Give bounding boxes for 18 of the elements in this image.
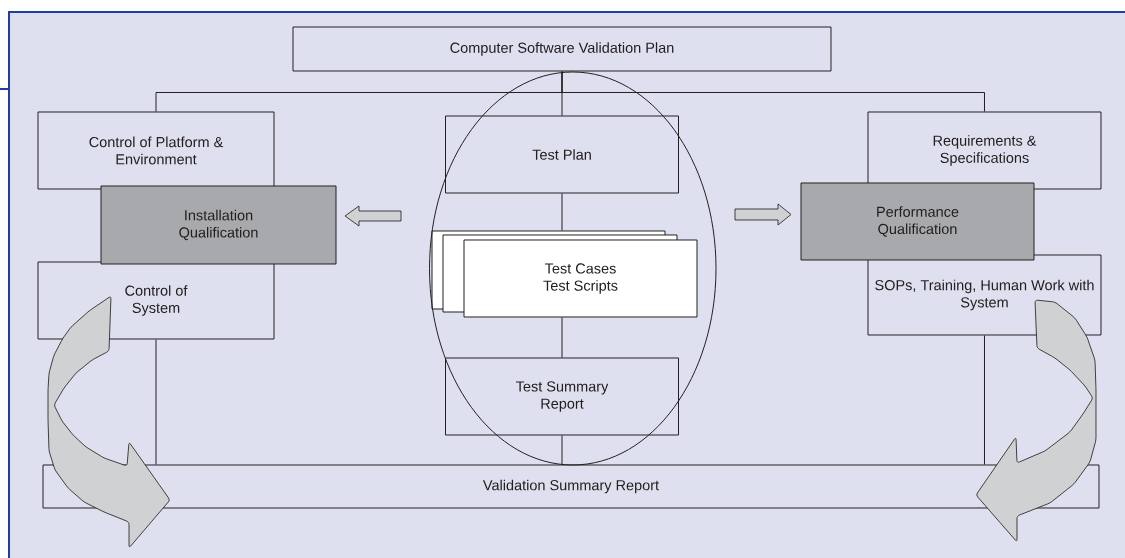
connector-line	[561, 435, 563, 465]
connector-line	[561, 193, 563, 231]
process-box: Computer Software Validation Plan	[292, 26, 832, 72]
connector-line	[984, 335, 985, 465]
document-stack: Test Cases Test Scripts	[431, 230, 698, 318]
curved-arrow	[47, 296, 170, 548]
connector-line	[561, 71, 985, 112]
highlighted-box: Installation Qualification	[100, 185, 337, 265]
connector-line	[561, 317, 563, 358]
ellipse-outline	[429, 71, 717, 466]
block-arrow	[734, 203, 792, 226]
curved-arrow	[976, 299, 1097, 542]
block-arrow	[344, 205, 402, 227]
process-box: Validation Summary Report	[42, 464, 1100, 509]
connector-line	[155, 339, 157, 465]
process-box: Test Summary Report	[445, 357, 679, 436]
process-box: Test Plan	[445, 115, 679, 194]
highlighted-box: Performance Qualification	[800, 182, 1035, 261]
